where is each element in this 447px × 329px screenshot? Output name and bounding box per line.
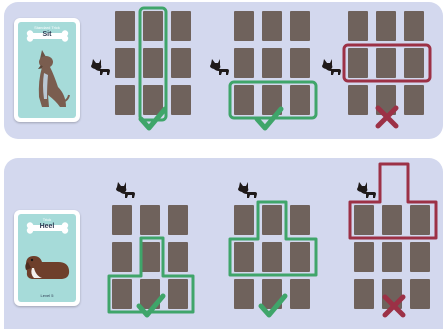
- tile: [112, 242, 132, 272]
- tile: [376, 48, 396, 78]
- tile: [140, 279, 160, 309]
- tile: [168, 242, 188, 272]
- checkmark-icon: [138, 106, 168, 131]
- card-level-text: Level 5: [40, 293, 54, 298]
- tile: [234, 242, 254, 272]
- tile: [348, 11, 368, 41]
- tile: [171, 48, 191, 78]
- bone-banner-icon: [26, 222, 69, 234]
- tile: [115, 11, 135, 41]
- tile: [171, 11, 191, 41]
- tile: [354, 242, 374, 272]
- tile: [262, 11, 282, 41]
- checkmark-icon: [254, 106, 284, 131]
- french-bulldog-icon: [116, 182, 135, 198]
- tile: [140, 242, 160, 272]
- tile: [115, 85, 135, 115]
- tile: [410, 279, 430, 309]
- card-face: Standard Trick Sit: [18, 22, 76, 118]
- card-type-label: Standard Trick: [34, 25, 60, 30]
- cross-icon: [375, 105, 399, 129]
- tile: [410, 205, 430, 235]
- tile: [262, 85, 282, 115]
- checkmark-icon: [258, 293, 288, 318]
- card-title: Heel: [39, 223, 55, 230]
- tile: [234, 11, 254, 41]
- french-bulldog-icon: [238, 182, 257, 198]
- tile: [112, 279, 132, 309]
- tile: [262, 279, 282, 309]
- tile: [234, 85, 254, 115]
- tile: [234, 279, 254, 309]
- tile: [168, 279, 188, 309]
- tile: [112, 205, 132, 235]
- french-bulldog-icon: [357, 182, 376, 198]
- tile: [404, 11, 424, 41]
- tile: [168, 205, 188, 235]
- tile: [140, 205, 160, 235]
- tile: [234, 48, 254, 78]
- french-bulldog-icon: [91, 59, 110, 75]
- tile: [354, 205, 374, 235]
- tile: [143, 85, 163, 115]
- tile: [290, 279, 310, 309]
- tile: [171, 85, 191, 115]
- tile: [290, 48, 310, 78]
- tile: [354, 279, 374, 309]
- tile: [290, 85, 310, 115]
- tile: [348, 85, 368, 115]
- tile: [262, 48, 282, 78]
- tile: [290, 205, 310, 235]
- french-bulldog-icon: [322, 59, 341, 75]
- tile: [234, 205, 254, 235]
- tile: [404, 85, 424, 115]
- trick-card-heel: Trick Heel Level 5: [14, 210, 80, 306]
- bone-banner-icon: [26, 30, 69, 42]
- tile: [382, 242, 402, 272]
- tile: [143, 11, 163, 41]
- tile: [262, 205, 282, 235]
- tile: [262, 242, 282, 272]
- tile: [290, 11, 310, 41]
- tile: [290, 242, 310, 272]
- tile: [376, 11, 396, 41]
- french-bulldog-icon: [210, 59, 229, 75]
- cross-icon: [382, 294, 406, 318]
- tile: [382, 205, 402, 235]
- lying-dog-icon: [25, 256, 70, 279]
- tile: [115, 48, 135, 78]
- card-type-label: Trick: [42, 217, 52, 222]
- card-face: Trick Heel Level 5: [18, 214, 76, 302]
- tile: [410, 242, 430, 272]
- sitting-dog-icon: [38, 50, 70, 107]
- checkmark-icon: [136, 293, 166, 318]
- tile: [404, 48, 424, 78]
- tile: [348, 48, 368, 78]
- card-title: Sit: [42, 31, 52, 38]
- tile: [143, 48, 163, 78]
- trick-card-sit: Standard Trick Sit: [14, 18, 80, 122]
